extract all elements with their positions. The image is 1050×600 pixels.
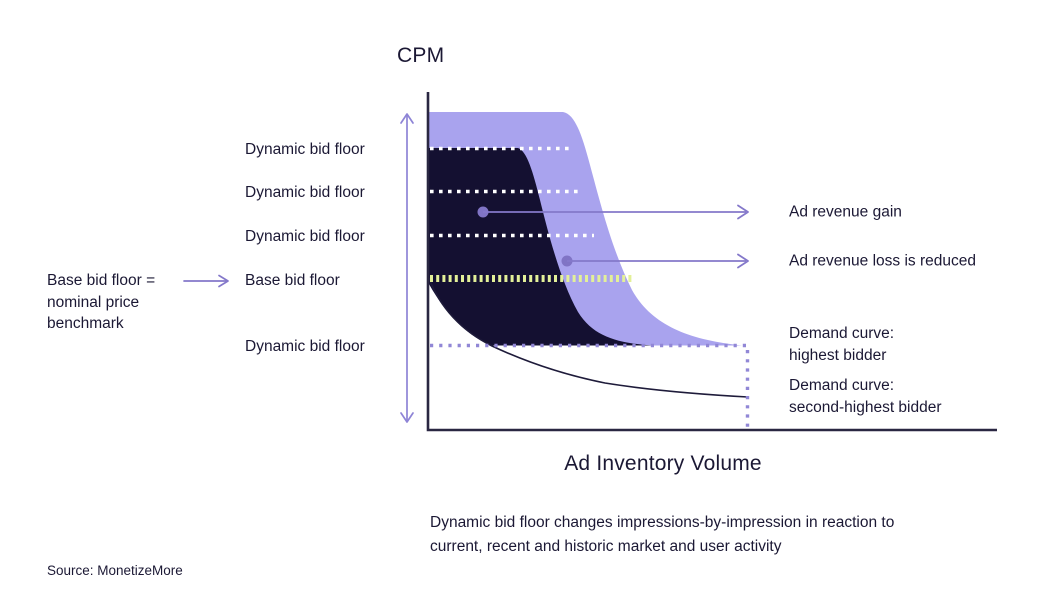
floor-label-dynamic-2: Dynamic bid floor: [245, 184, 365, 201]
y-axis-title: CPM: [397, 44, 445, 67]
chart-caption-line1: Dynamic bid floor changes impressions-by…: [430, 514, 895, 531]
base-floor-annotation: Base bid floor = nominal price benchmark: [47, 270, 155, 335]
demand-second-line1: Demand curve:: [789, 377, 895, 394]
demand-second-line2: second-highest bidder: [789, 398, 942, 416]
x-axis-title: Ad Inventory Volume: [564, 452, 762, 475]
base-floor-annotation-line2: nominal price: [47, 293, 140, 311]
dark-revenue-region: [428, 148, 652, 346]
base-floor-annotation-line1: Base bid floor =: [47, 272, 156, 289]
ad-revenue-loss-arrow: [561, 253, 749, 269]
demand-highest-line1: Demand curve:: [789, 325, 895, 342]
base-floor-pointer-arrow: [183, 274, 229, 288]
base-floor-annotation-line3: benchmark: [47, 315, 124, 332]
floor-label-dynamic-3: Dynamic bid floor: [245, 228, 365, 245]
demand-highest-label: Demand curve: highest bidder: [789, 323, 894, 366]
chart-caption-line2: current, recent and historic market and …: [430, 538, 782, 555]
floor-label-dynamic-4: Dynamic bid floor: [245, 338, 365, 355]
floor-label-dynamic-1: Dynamic bid floor: [245, 141, 365, 158]
ad-revenue-gain-label: Ad revenue gain: [789, 203, 902, 221]
source-credit: Source: MonetizeMore: [47, 563, 183, 578]
second-highest-bidder-curve: [428, 277, 749, 398]
ad-revenue-gain-arrow: [477, 204, 749, 220]
chart-caption: Dynamic bid floor changes impressions-by…: [430, 511, 894, 559]
demand-highest-line2: highest bidder: [789, 346, 887, 364]
ad-revenue-loss-label: Ad revenue loss is reduced: [789, 252, 976, 270]
cpm-range-double-arrow: [400, 113, 414, 423]
axes: [426, 92, 997, 432]
demand-second-label: Demand curve: second-highest bidder: [789, 375, 942, 418]
floor-label-base: Base bid floor: [245, 272, 340, 289]
